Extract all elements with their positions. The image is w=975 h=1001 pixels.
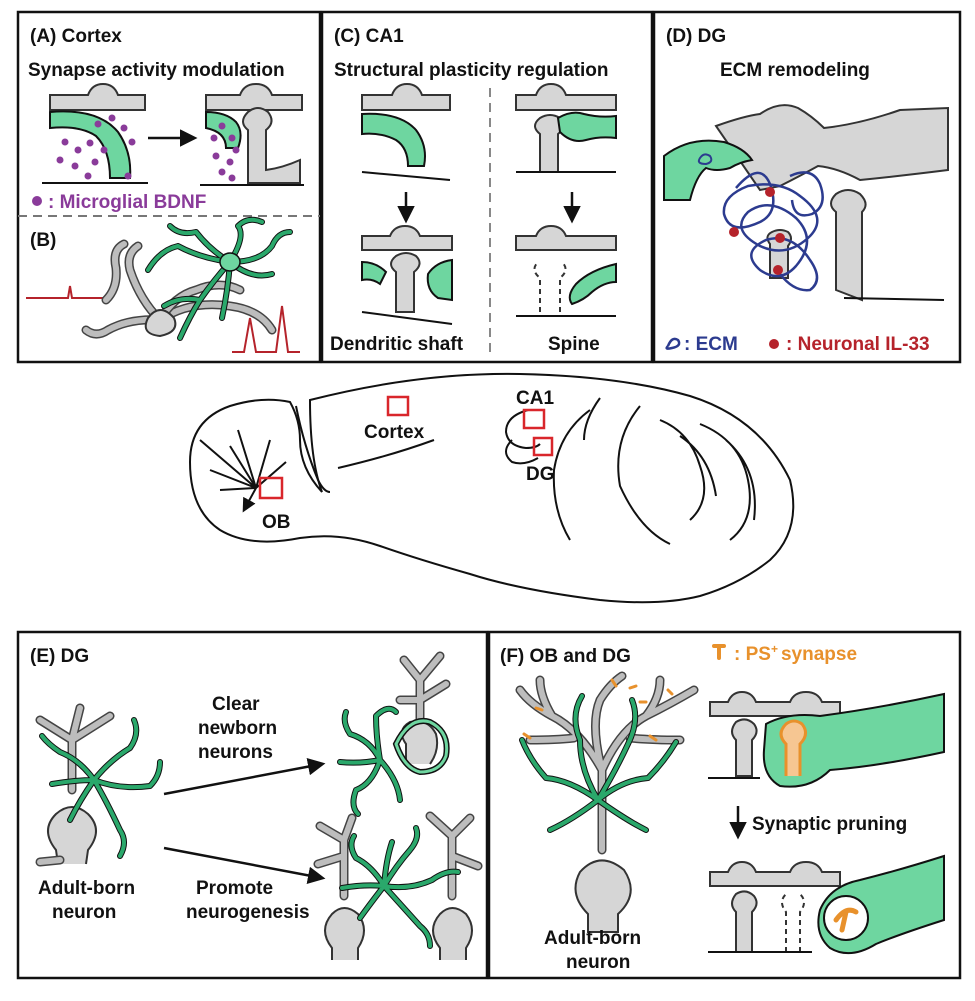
panel-f-neuron-label-1: Adult-born (544, 928, 641, 949)
panel-e-frame (16, 630, 489, 980)
ecm-legend-icon (665, 337, 681, 350)
microglia-b (145, 216, 293, 341)
panel-e-arrow-bottom (163, 846, 326, 884)
il33-dots (729, 187, 785, 275)
panel-e-neuron-label-1: Adult-born (38, 878, 135, 899)
panel-f-legend: : PS+synapse (734, 642, 857, 665)
panel-e-engulf (337, 651, 451, 817)
panel-d-legend-il33: : Neuronal IL-33 (786, 334, 930, 355)
panel-e-top-1: Clear (212, 694, 260, 715)
ps-synapses (522, 678, 674, 742)
panel-c-subtitle: Structural plasticity regulation (334, 60, 609, 81)
panel-f-before (708, 690, 945, 788)
trace-right (232, 305, 300, 353)
panel-e-neuron-left (35, 703, 163, 867)
panel-d-title: (D) DG (666, 26, 726, 47)
ca1-region-box (522, 408, 546, 430)
brain-label-ob: OB (262, 512, 291, 533)
panel-c-title: (C) CA1 (334, 26, 404, 47)
panel-a-title: (A) Cortex (30, 26, 122, 47)
brain-outline (188, 372, 795, 604)
brain-label-dg: DG (526, 464, 555, 485)
panel-a-subtitle: Synapse activity modulation (28, 60, 285, 81)
ps-legend-icon (712, 644, 726, 660)
panel-f-title: (F) OB and DG (500, 646, 631, 667)
panel-a-b-frame (16, 10, 322, 364)
bdnf-dots (56, 114, 136, 180)
spine-before (515, 82, 617, 173)
shaft-before (361, 82, 451, 181)
panel-f-after (708, 854, 945, 955)
cortex-region-box (386, 395, 410, 417)
panel-e-bottom-2: neurogenesis (186, 902, 310, 923)
panel-e-arrow-top (163, 758, 326, 796)
panel-c-left-label: Dendritic shaft (330, 334, 464, 355)
panel-f-pruning: Synaptic pruning (752, 814, 907, 835)
panel-d-subtitle: ECM remodeling (720, 60, 870, 81)
panel-e-title: (E) DG (30, 646, 89, 667)
bdnf-legend-dot (32, 196, 42, 206)
panel-e-neurogenesis (313, 811, 483, 960)
panel-a-legend: : Microglial BDNF (48, 192, 206, 213)
panel-e-neuron-label-2: neuron (52, 902, 116, 923)
shaft-after (361, 224, 453, 325)
panel-c-frame (320, 10, 654, 364)
dg-region-box (532, 436, 554, 457)
panel-f-neuron-label-2: neuron (566, 952, 630, 973)
brain-label-cortex: Cortex (364, 422, 425, 443)
panel-e-top-2: newborn (198, 718, 277, 739)
ecm-fibers (722, 171, 824, 292)
panel-d-frame (652, 10, 962, 364)
panel-e-top-3: neurons (198, 742, 273, 763)
panel-e-bottom-1: Promote (196, 878, 273, 899)
il33-legend-dot (769, 339, 779, 349)
panel-a-synapse-after (200, 82, 304, 186)
panel-d-scene (663, 104, 949, 302)
panel-a-synapse-before (42, 82, 148, 184)
spine-after (515, 224, 617, 317)
panel-b-title: (B) (30, 230, 56, 251)
panel-d-legend-ecm: : ECM (684, 334, 738, 355)
panel-f-frame (487, 630, 962, 980)
ob-region-box (258, 476, 284, 500)
brain-label-ca1: CA1 (516, 388, 554, 409)
trace-left (26, 285, 106, 299)
panel-c-right-label: Spine (548, 334, 600, 355)
panel-f-neuron (515, 671, 699, 933)
neuron-b (81, 239, 277, 339)
